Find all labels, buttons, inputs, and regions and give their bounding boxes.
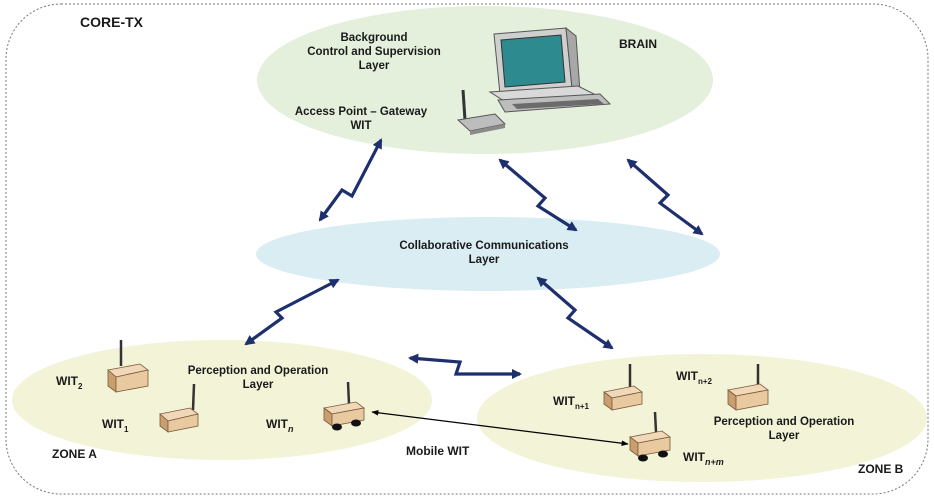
zone-b-ellipse	[477, 354, 927, 482]
wireless-link-icon	[407, 353, 523, 380]
zone-b-layer-line2: Layer	[769, 430, 800, 442]
brain-layer-line1: Background	[340, 32, 407, 44]
core-tx-title: CORE-TX	[80, 14, 144, 30]
zone-b-label: ZONE B	[858, 462, 904, 476]
access-point-icon	[456, 89, 507, 135]
brain-label: BRAIN	[619, 37, 657, 51]
wit-nm-mobile-icon	[629, 411, 671, 462]
wireless-link-icon	[536, 276, 614, 350]
zone-a-layer-line1: Perception and Operation	[188, 365, 329, 377]
zone-a-layer-line2: Layer	[243, 379, 274, 391]
wit-n-label: WITn	[266, 417, 294, 434]
wireless-link-icon	[626, 158, 704, 236]
wireless-link-icon	[244, 278, 340, 346]
brain-layer-line2: Control and Supervision	[307, 46, 441, 58]
wit-1-box-icon	[159, 383, 199, 433]
wireless-link-icon	[498, 158, 578, 232]
brain-layer-ellipse	[257, 6, 713, 154]
brain-layer-line3: Layer	[359, 60, 390, 72]
wit-n-mobile-icon	[323, 381, 365, 431]
wit-nm-label: WITn+m	[683, 450, 724, 467]
collab-line2: Layer	[469, 254, 500, 266]
wit-n2-label: WITn+2	[676, 369, 713, 386]
zone-b-layer-line1: Perception and Operation	[714, 416, 855, 428]
wireless-link-icon	[318, 138, 383, 222]
mobile-wit-label: Mobile WIT	[406, 444, 470, 458]
collab-layer-ellipse	[256, 217, 720, 291]
wit-n1-label: WITn+1	[553, 394, 590, 411]
wit-n1-box-icon	[603, 364, 643, 411]
mobile-wit-path	[371, 409, 629, 447]
gateway-line1: Access Point – Gateway	[295, 106, 428, 118]
computer-icon	[488, 26, 612, 113]
wit-n2-box-icon	[727, 364, 769, 411]
collab-line1: Collaborative Communications	[399, 240, 568, 252]
core-tx-boundary	[5, 3, 929, 495]
wit-1-label: WIT1	[102, 417, 129, 434]
wit-2-label: WIT2	[56, 374, 83, 391]
zone-a-label: ZONE A	[52, 447, 97, 461]
gateway-line2: WIT	[350, 120, 371, 132]
wit-2-box-icon	[107, 340, 149, 393]
zone-a-ellipse	[12, 340, 432, 460]
